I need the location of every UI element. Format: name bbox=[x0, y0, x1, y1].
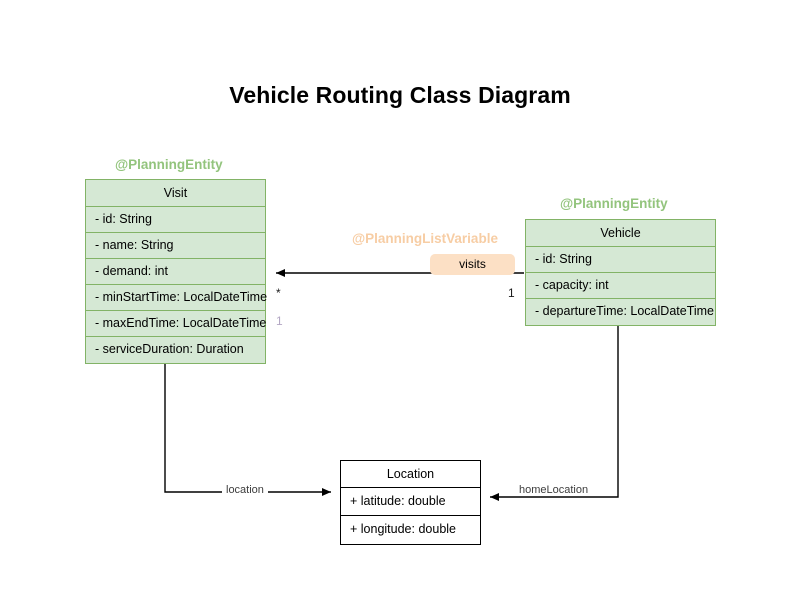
class-box-visit[interactable]: Visit - id: String - name: String - dema… bbox=[85, 179, 267, 364]
attribute-row: + latitude: double bbox=[341, 488, 480, 516]
attribute-row: - demand: int bbox=[86, 259, 265, 285]
attribute-row: - departureTime: LocalDateTime bbox=[535, 304, 715, 318]
attribute-row: - maxEndTime: LocalDateTime bbox=[86, 311, 266, 337]
edge-home-location bbox=[490, 323, 619, 501]
annotation-vehicle-planning-entity: @PlanningEntity bbox=[560, 196, 668, 211]
attribute-row: - capacity: int bbox=[526, 273, 715, 299]
attribute-row: - minStartTime: LocalDateTime bbox=[86, 285, 267, 311]
page-title: Vehicle Routing Class Diagram bbox=[229, 82, 571, 108]
multiplicity-visits-source: 1 bbox=[508, 286, 515, 300]
edge-location bbox=[164, 362, 331, 496]
annotation-planning-list-variable: @PlanningListVariable bbox=[352, 231, 498, 246]
class-box-location[interactable]: Location + latitude: double + longitude:… bbox=[340, 460, 481, 545]
class-name-vehicle: Vehicle bbox=[526, 220, 715, 247]
annotation-visit-planning-entity: @PlanningEntity bbox=[115, 157, 223, 172]
attribute-row: - id: String bbox=[526, 247, 715, 273]
class-name-visit: Visit bbox=[86, 180, 265, 207]
multiplicity-location-source: 1 bbox=[276, 314, 283, 328]
attribute-row: - id: String bbox=[86, 207, 265, 233]
attribute-row: - serviceDuration: Duration bbox=[95, 342, 244, 356]
edge-label-location: location bbox=[222, 484, 268, 496]
edge-label-home-location: homeLocation bbox=[515, 484, 593, 496]
attribute-row: - name: String bbox=[86, 233, 265, 259]
role-badge-visits[interactable]: visits bbox=[430, 254, 515, 275]
attribute-row: + longitude: double bbox=[350, 522, 456, 536]
multiplicity-visits-target: * bbox=[276, 286, 281, 300]
class-name-location: Location bbox=[341, 461, 480, 488]
class-box-vehicle[interactable]: Vehicle - id: String - capacity: int - d… bbox=[525, 219, 716, 326]
